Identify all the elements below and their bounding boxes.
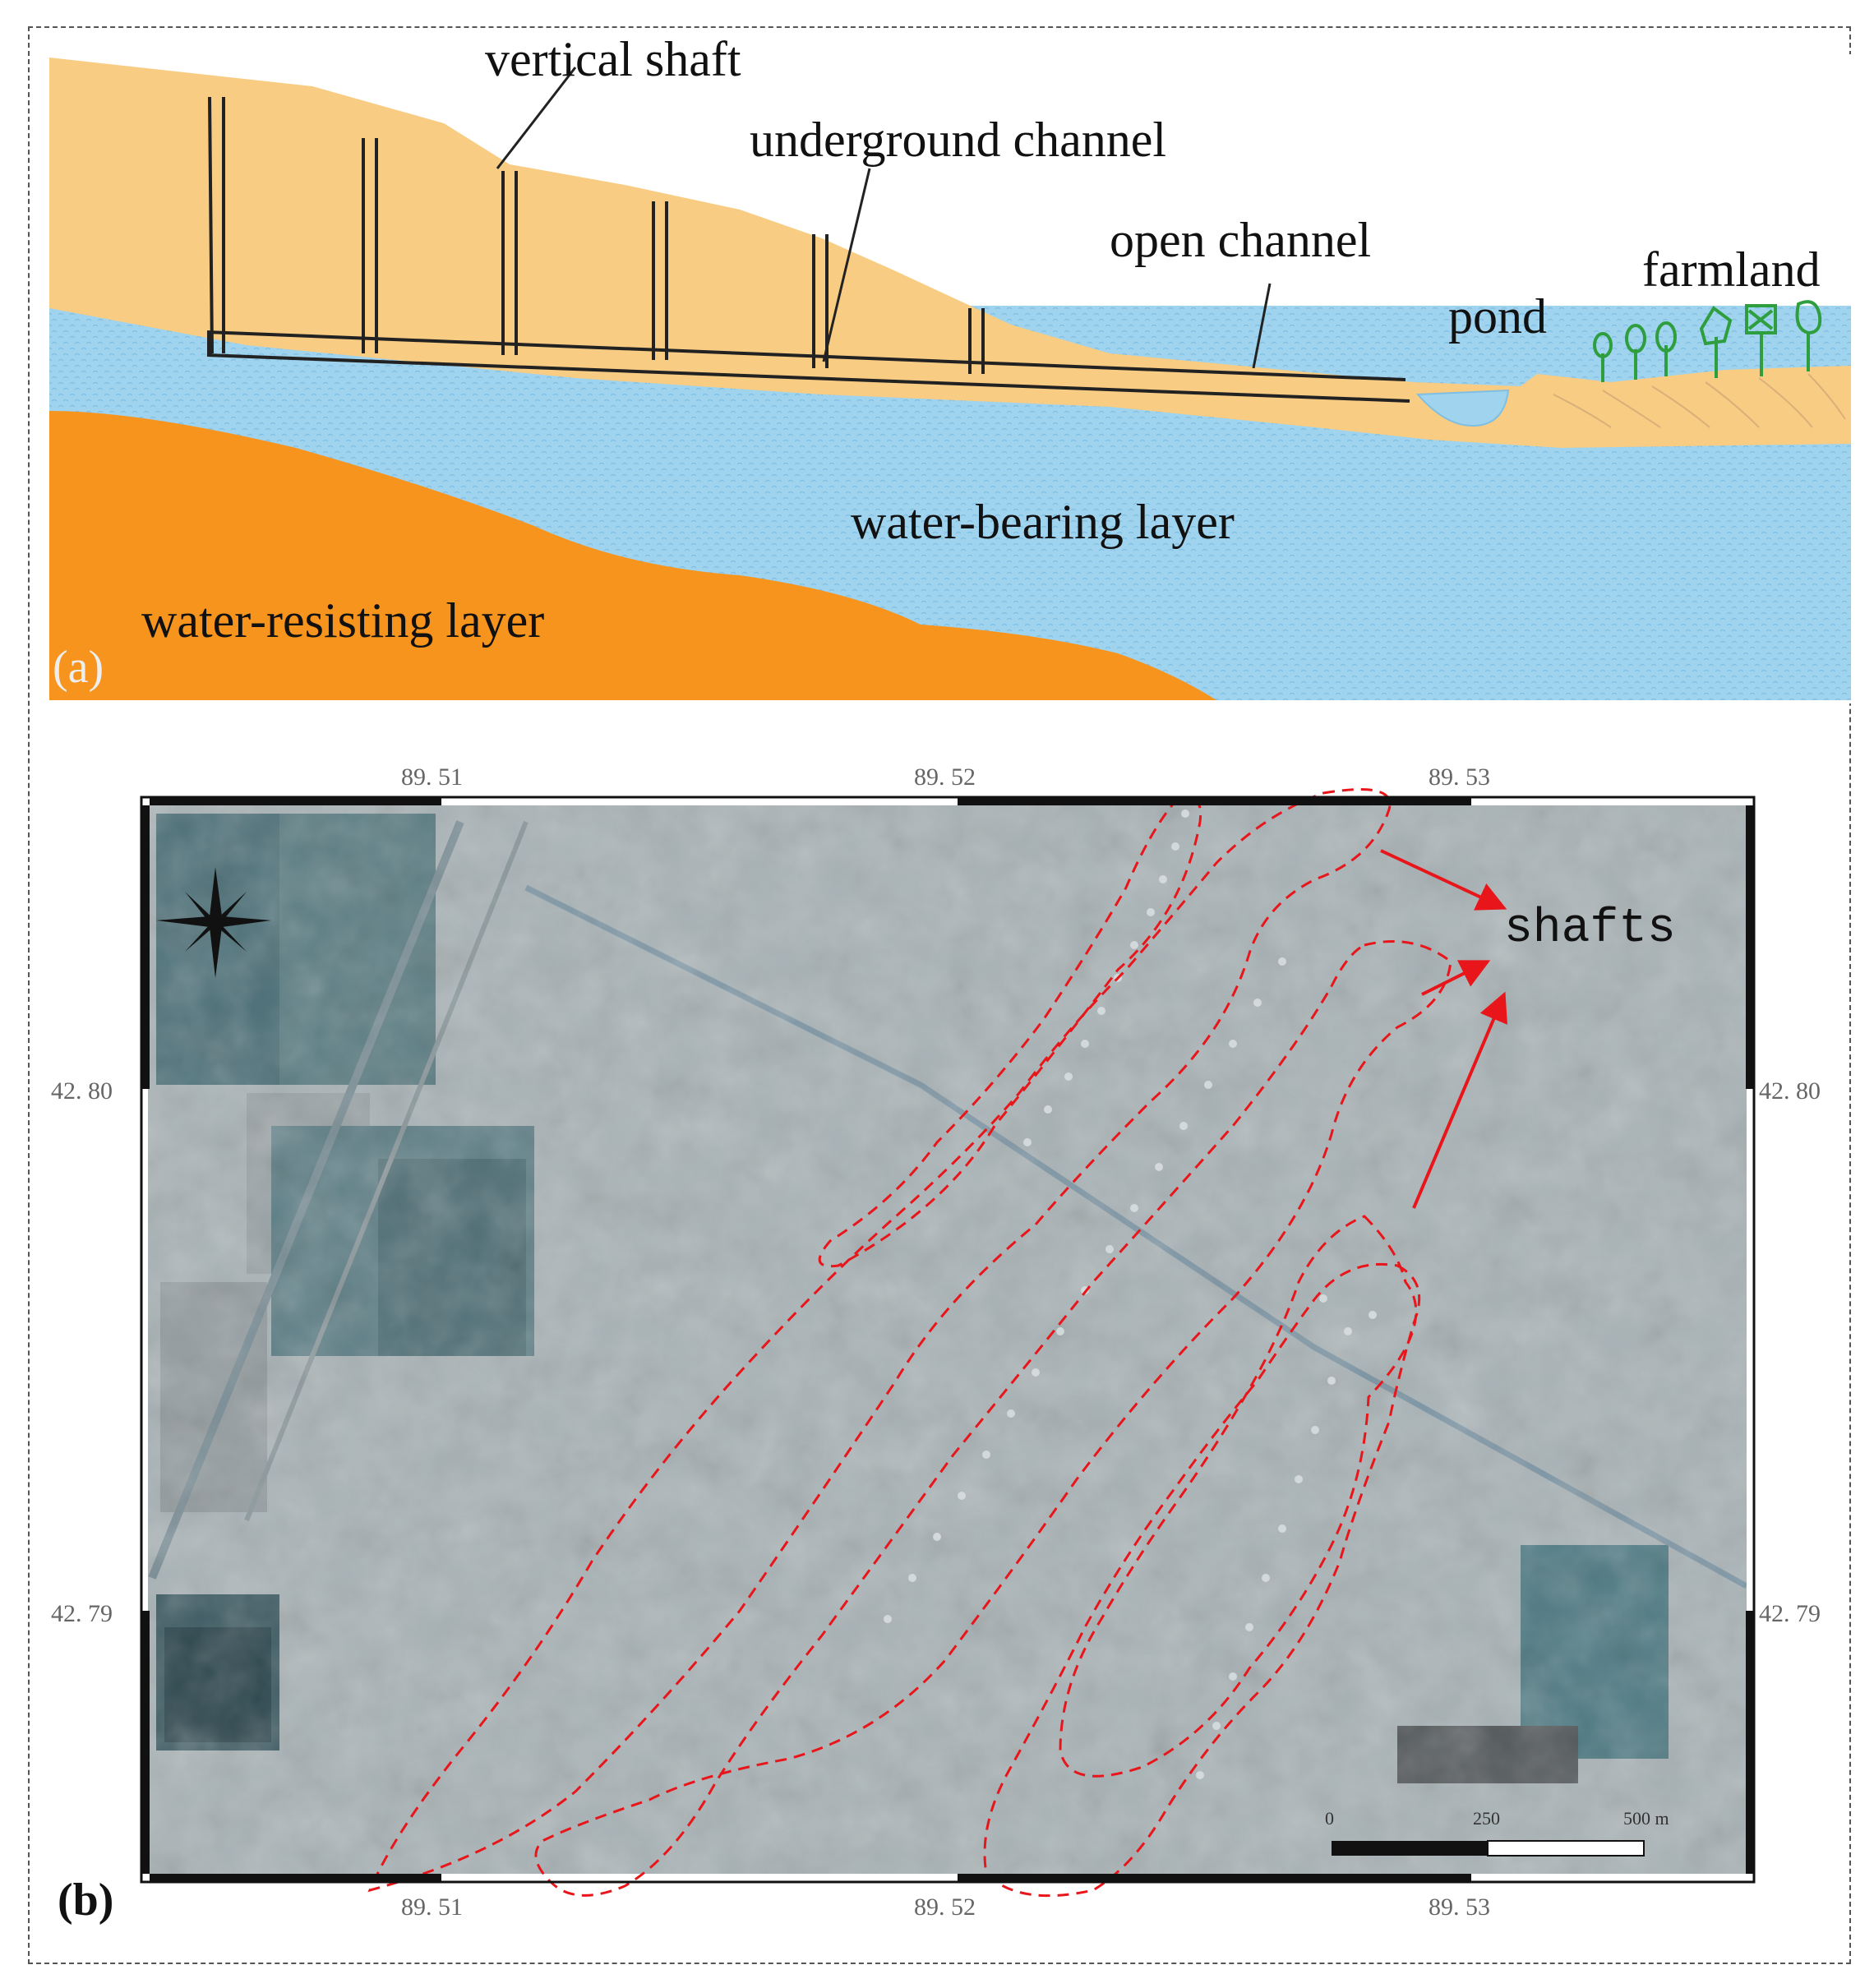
label-water-bearing-layer: water-bearing layer (851, 495, 1235, 549)
north-arrow-icon (156, 867, 271, 978)
label-vertical-shaft: vertical shaft (485, 32, 741, 86)
panel-a-label: (a) (53, 642, 104, 693)
panel-a-cross-section: vertical shaft underground channel open … (48, 32, 1851, 703)
lon-tick-bottom-1: 89. 51 (401, 1893, 463, 1921)
shafts-annotation: shafts (1504, 902, 1676, 956)
lat-tick-left-2: 42. 79 (51, 1600, 113, 1627)
water-resisting-layer (49, 411, 1216, 700)
scale-label-250: 250 (1473, 1808, 1500, 1829)
panel-b-label: (b) (58, 1875, 113, 1926)
underground-channel (206, 330, 1410, 403)
qanat-outline-3 (534, 940, 1452, 1897)
label-farmland: farmland (1642, 242, 1821, 297)
topsoil-layer (49, 58, 1851, 448)
qanat-outline-5 (983, 1262, 1421, 1898)
qanat-outline-1 (818, 796, 1202, 1268)
graticule-bars (141, 797, 1754, 1882)
farmland-trees (1593, 300, 1822, 382)
scale-label-500: 500 m (1623, 1808, 1669, 1829)
figure-frame (28, 26, 1851, 1964)
qanat-outlines (367, 788, 1452, 1898)
qanat-outline-4 (1059, 1215, 1418, 1778)
lon-tick-top-2: 89. 52 (914, 763, 976, 791)
annotation-arrows (1380, 849, 1507, 1209)
lat-tick-right-1: 42. 80 (1759, 1077, 1821, 1105)
qanat-outline-2 (367, 788, 1392, 1893)
lat-tick-right-2: 42. 79 (1759, 1600, 1821, 1627)
lon-tick-top-1: 89. 51 (401, 763, 463, 791)
lat-tick-left-1: 42. 80 (51, 1077, 113, 1105)
panel-b-satellite-map: shafts 0 250 500 m 89. 51 89. 52 89. 53 … (51, 763, 1821, 1926)
label-underground-channel: underground channel (750, 113, 1166, 167)
satellite-imagery (148, 805, 1747, 1874)
label-open-channel: open channel (1110, 213, 1371, 267)
lon-tick-bottom-3: 89. 53 (1429, 1893, 1490, 1921)
farmland-roots (1553, 373, 1846, 428)
map-frame (140, 796, 1756, 1884)
scale-bar: 0 250 500 m (1325, 1808, 1669, 1857)
scale-label-0: 0 (1325, 1808, 1334, 1829)
label-water-resisting-layer: water-resisting layer (141, 593, 544, 648)
lon-tick-bottom-2: 89. 52 (914, 1893, 976, 1921)
label-pond: pond (1448, 289, 1547, 344)
pond (1415, 389, 1510, 427)
lon-tick-top-3: 89. 53 (1429, 763, 1490, 791)
